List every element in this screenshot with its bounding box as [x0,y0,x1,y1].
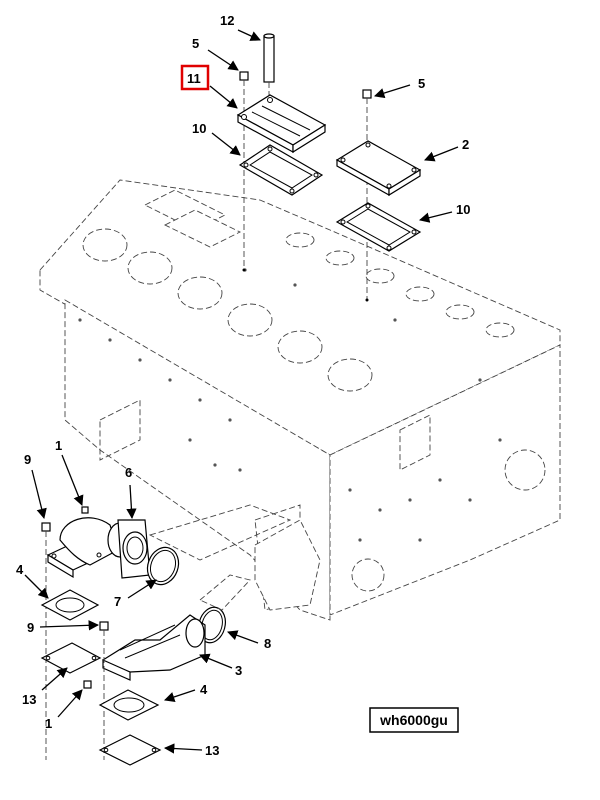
block-bolt-holes [78,268,502,542]
figure-id-label: wh6000gu [369,707,459,733]
callout-2: 2 [462,137,469,152]
part-7-o-ring [146,546,180,586]
part-2-cover [335,140,422,197]
part-13-plate-upper [40,642,102,674]
callout-13-lower: 13 [205,743,219,758]
part-3-manifold [102,614,206,681]
part-9-screw-lower [99,621,109,760]
callout-1-upper: 1 [55,438,62,453]
cylinder-bores [82,228,373,392]
callout-8: 8 [264,636,271,651]
callout-4-lower: 4 [200,682,208,697]
callout-12: 12 [220,13,234,28]
callout-leaders [24,29,459,754]
callout-7: 7 [114,594,121,609]
part-11-cover [236,94,327,154]
part-9-screw-upper [41,522,51,760]
part-6-flange [117,519,151,579]
part-10-gasket-right [335,202,422,252]
callout-5-left: 5 [192,36,199,51]
part-10-gasket-left [238,144,324,196]
part-1-screw-upper [81,506,89,514]
callout-11: 11 [187,71,201,86]
callout-1-lower: 1 [45,716,52,731]
part-1-screw-lower [83,680,92,689]
callout-labels: 12 5 11 10 5 2 10 1 9 6 4 7 9 8 3 13 4 1… [16,13,470,758]
part-4-gasket-upper [40,589,100,621]
callout-9-upper: 9 [24,452,31,467]
part-13-plate-lower [98,734,162,766]
callout-9-lower: 9 [27,620,34,635]
callout-10-right: 10 [456,202,470,217]
part-4-gasket-lower [98,689,160,721]
callout-13-upper: 13 [22,692,36,707]
callout-3: 3 [235,663,242,678]
valley-ports [285,232,515,338]
engine-block [39,179,561,621]
callout-5-right: 5 [418,76,425,91]
callout-4-upper: 4 [16,562,24,577]
callout-11-highlight-box [180,64,210,91]
figure-id-text: wh6000gu [379,712,448,728]
part-5-screw-right [362,89,372,302]
callout-10-left: 10 [192,121,206,136]
callout-6: 6 [125,465,132,480]
